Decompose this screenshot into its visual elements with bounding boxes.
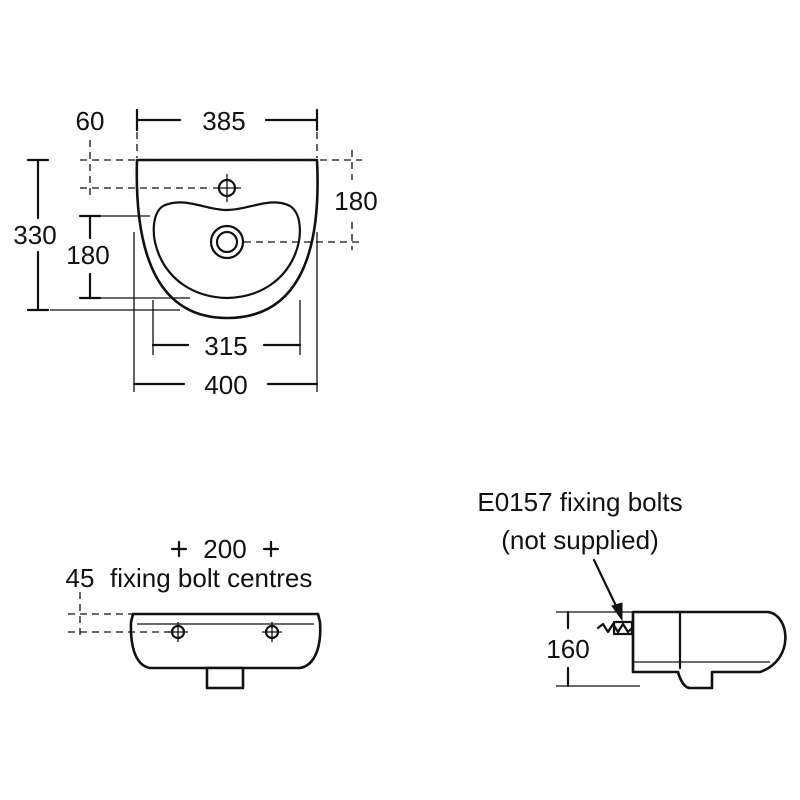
leader-arrow	[592, 558, 623, 622]
bolts-label-line1: E0157 fixing bolts	[477, 487, 682, 517]
dim-60-text: 60	[76, 106, 105, 136]
dim-200-text: 200	[203, 534, 246, 564]
dim-385-text: 385	[202, 106, 245, 136]
front-pedestal-stub	[205, 666, 245, 690]
dim-180-right-text: 180	[334, 186, 377, 216]
dim-330-text: 330	[13, 220, 56, 250]
dim-60-line	[80, 140, 212, 200]
basin-outline	[135, 158, 319, 320]
bolts-label-line2: (not supplied)	[501, 525, 659, 555]
dim-180-left-text: 180	[66, 240, 109, 270]
dim-45-line	[68, 592, 170, 640]
bolt-hole-right-icon	[262, 622, 282, 642]
dim-160-text: 160	[546, 634, 589, 664]
dim-180-right-line	[236, 150, 362, 250]
dim-400-text: 400	[204, 370, 247, 400]
dim-180-left-line	[78, 214, 190, 300]
dim-400-line	[132, 232, 319, 392]
front-view: 200 45 fixing bolt centres	[66, 534, 322, 690]
front-basin-outline	[129, 612, 322, 670]
dim-315-line	[151, 300, 302, 355]
dim-385-line	[135, 108, 319, 158]
dim-45-text: 45	[66, 563, 95, 593]
bolt-hole-left-icon	[168, 622, 188, 642]
tap-hole-icon	[213, 174, 241, 202]
dim-330-line	[26, 158, 180, 312]
dim-315-text: 315	[204, 331, 247, 361]
dim-160-line	[556, 610, 640, 688]
bowl-outline	[152, 201, 301, 300]
fixing-bolt-centres-label: fixing bolt centres	[110, 563, 312, 593]
top-view: 385 60 330 180	[13, 106, 377, 400]
fixing-bolt-icon	[596, 620, 634, 636]
dim-200-markers	[170, 540, 280, 558]
side-view: E0157 fixing bolts (not supplied) 160	[477, 487, 787, 690]
waste-outlet-icon	[209, 224, 245, 260]
side-basin-outline	[631, 610, 787, 690]
